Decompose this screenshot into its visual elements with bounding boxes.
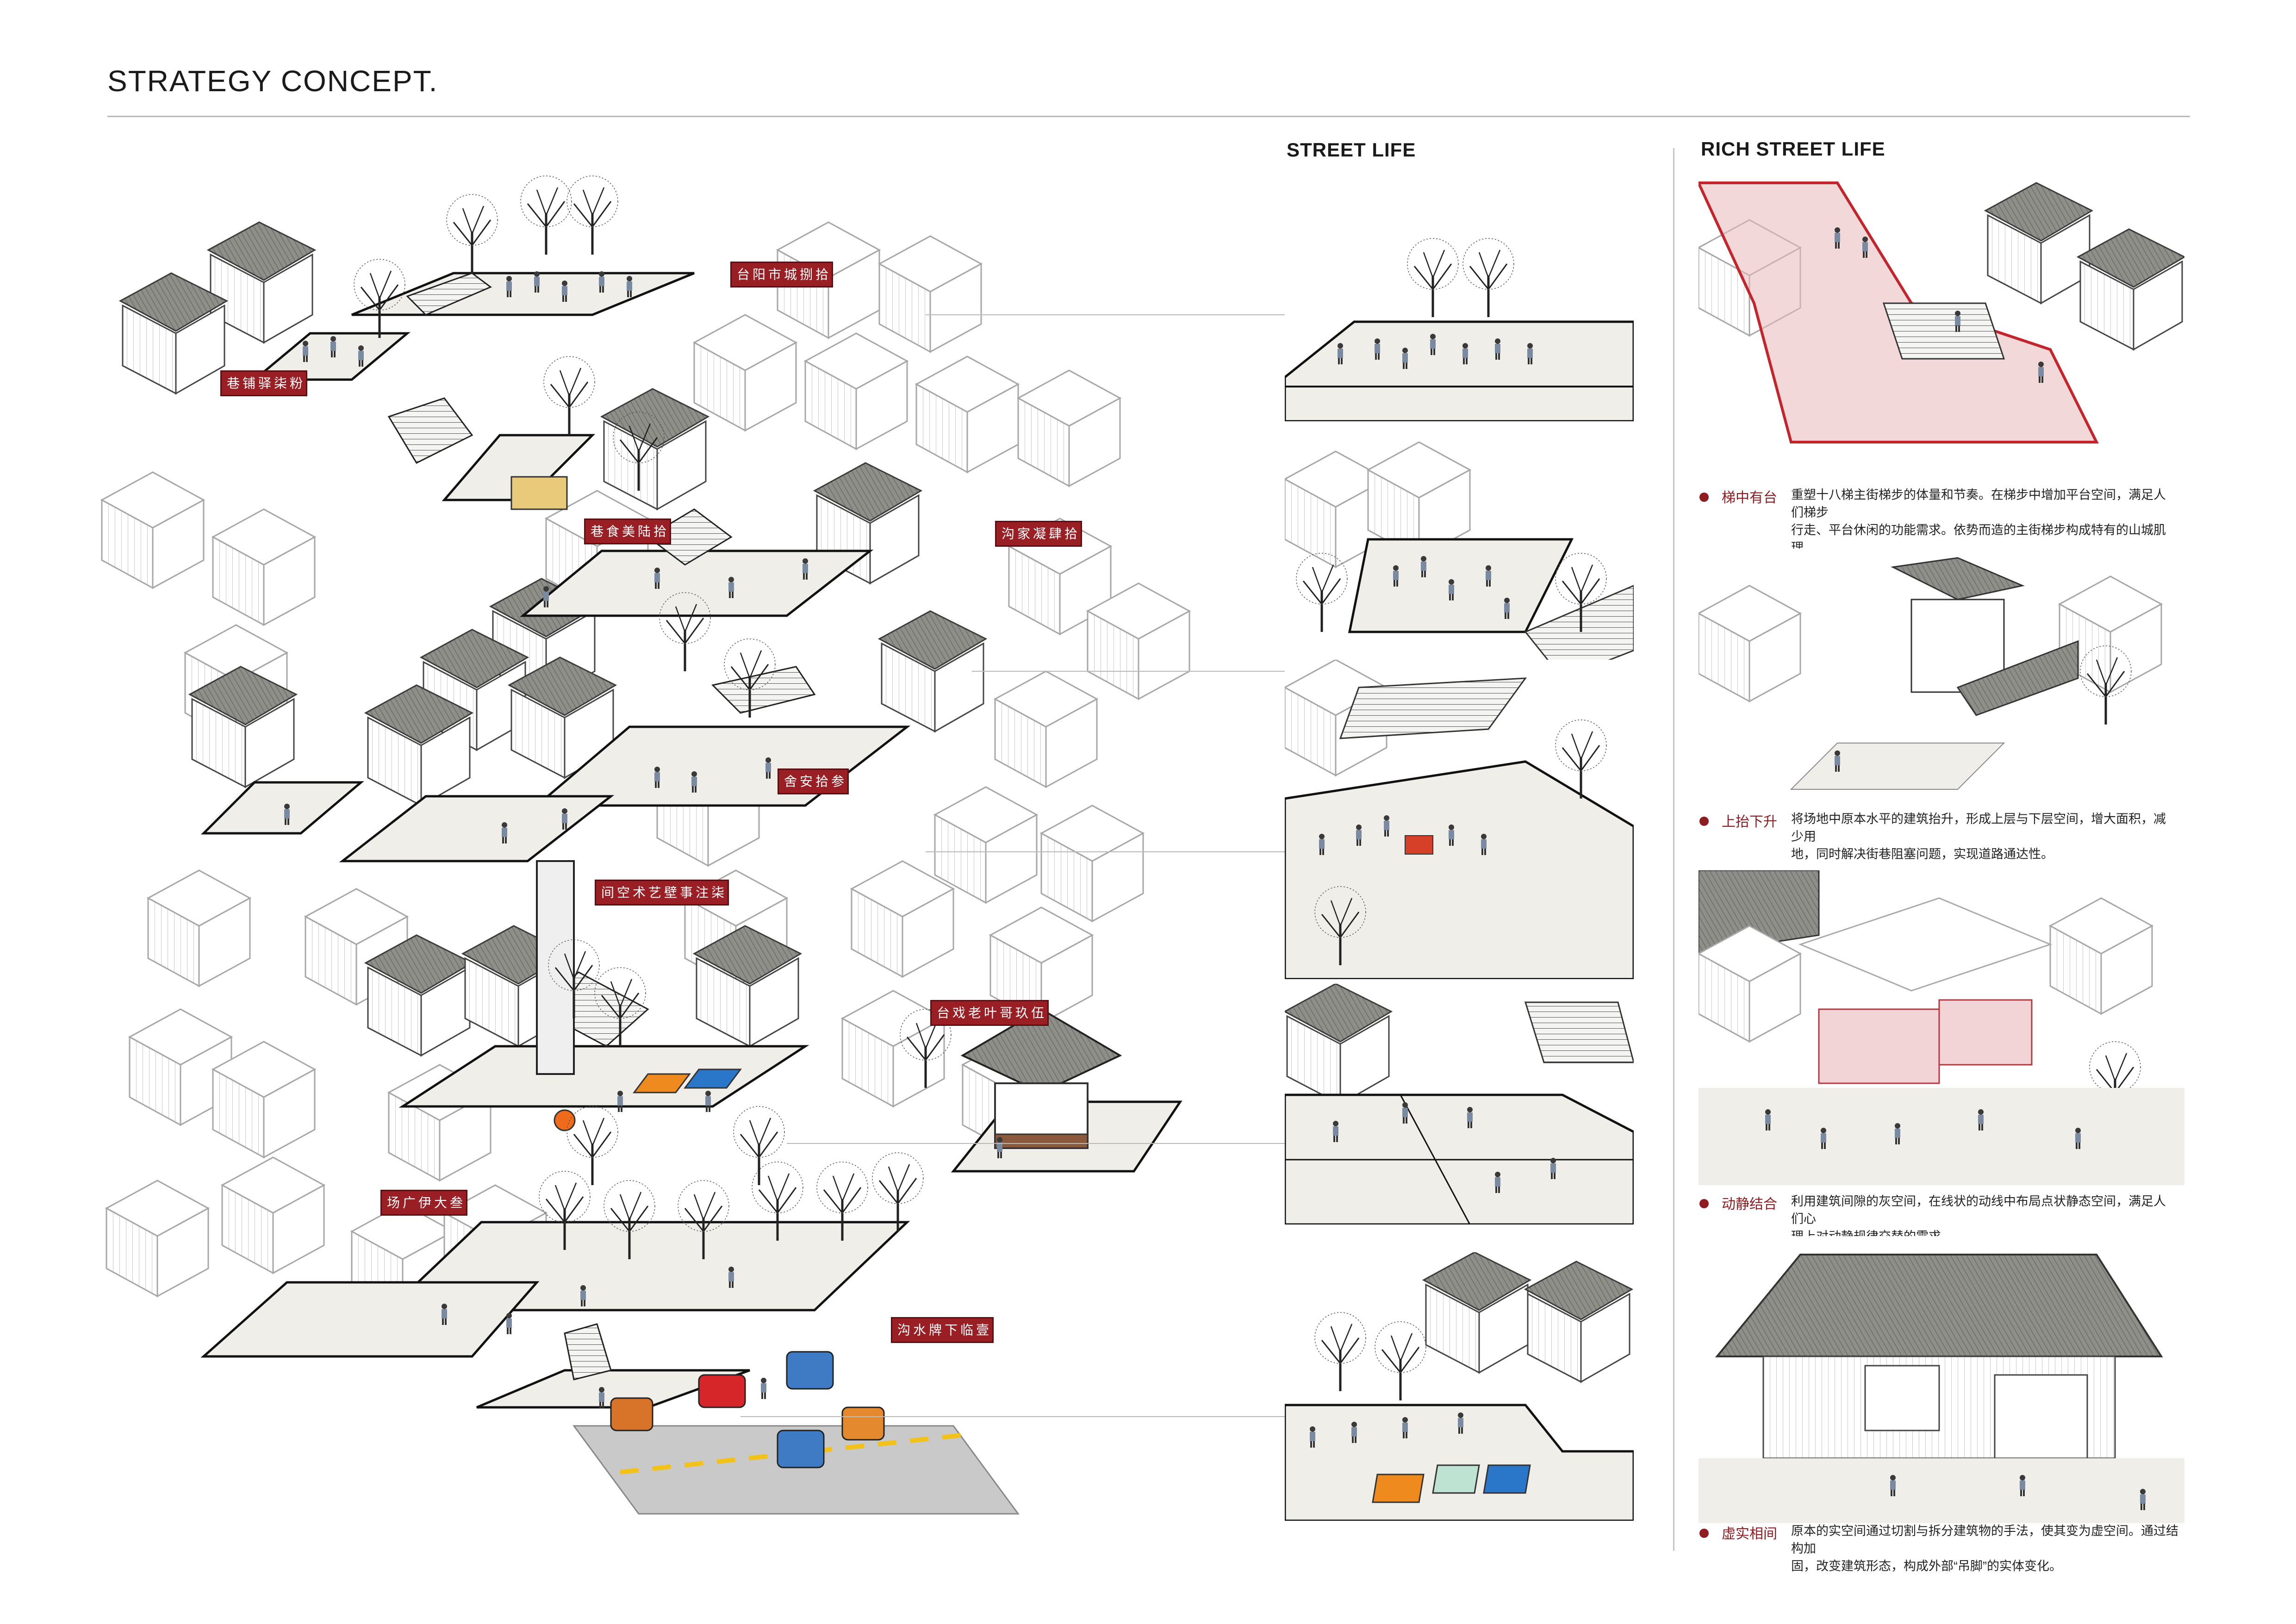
street-life-panel-5 — [1285, 1252, 1634, 1521]
rich-panel-dynamic-static — [1699, 870, 2184, 1185]
street-life-heading: STREET LIFE — [1287, 139, 1416, 161]
plaque-family-ditch: 拾 肆 凝 家 沟 — [995, 521, 1082, 547]
rich-panel-platform-in-stairs — [1699, 164, 2184, 472]
strategy-label-platform-in-stairs: 梯中有台 — [1722, 490, 1777, 506]
bullet-dynamic-static — [1699, 1199, 1709, 1208]
street-life-panel-3 — [1285, 660, 1634, 979]
strategy-label-solid-void: 虚实相间 — [1722, 1526, 1777, 1542]
strategy-desc-lift-up-down: 将场地中原本水平的建筑抬升，形成上层与下层空间，增大面积，减少用 地，同时解决街… — [1791, 812, 2166, 861]
rich-street-life-heading: RICH STREET LIFE — [1701, 138, 1885, 160]
opera-stage — [960, 1008, 1122, 1149]
tuk-tuks — [610, 1351, 885, 1468]
axonometric-street-illustration — [93, 139, 1296, 1551]
street-life-panel-4 — [1285, 984, 1634, 1224]
strategy-desc-platform-in-stairs: 重塑十八梯主街梯步的体量和节奏。在梯步中增加平台空间，满足人们梯步 行走、平台休… — [1791, 488, 2166, 555]
page-title: STRATEGY CONCEPT. — [107, 64, 438, 98]
rich-panel-lift-up-down — [1699, 549, 2184, 794]
street-life-panel-2 — [1285, 433, 1634, 678]
platforms — [200, 272, 1182, 1409]
kiosk — [510, 476, 568, 510]
plaque-safe-house: 参 拾 安 舍 — [778, 768, 849, 794]
orange-marker — [554, 1109, 576, 1131]
title-divider — [107, 116, 2190, 117]
plaque-food-alley: 拾 陆 美 食 巷 — [584, 518, 671, 544]
plaque-water-ditch: 壹 临 下 牌 水 沟 — [891, 1317, 994, 1343]
plaque-alley-1: 粉 柒 驿 铺 巷 — [220, 370, 307, 396]
strategy-desc-solid-void: 原本的实空间通过切割与拆分建筑物的手法，使其变为虚空间。通过结构加 固，改变建筑… — [1791, 1524, 2178, 1573]
bullet-platform-in-stairs — [1699, 493, 1709, 502]
plaque-city-terrace: 拾 捌 城 市 阳 台 — [730, 262, 833, 287]
pool-blue — [684, 1068, 742, 1089]
column-divider — [1673, 148, 1674, 1551]
rich-panel-solid-void — [1699, 1236, 2184, 1523]
strategy-label-lift-up-down: 上抬下升 — [1722, 814, 1777, 830]
strategy-label-dynamic-static: 动静结合 — [1722, 1197, 1777, 1212]
road — [572, 1425, 1020, 1515]
street-life-panel-1 — [1285, 169, 1634, 421]
plaque-square: 叁 大 伊 广 场 — [380, 1190, 467, 1216]
pool-orange — [633, 1073, 691, 1093]
bullet-solid-void — [1699, 1529, 1709, 1538]
plaque-old-stage: 伍 玖 哥 叶 老 戏 台 — [930, 1000, 1049, 1026]
leader-lines — [740, 314, 1287, 1417]
bullet-lift-up-down — [1699, 817, 1709, 826]
plaque-art-space: 柒 注 事 壁 艺 术 空 间 — [595, 880, 729, 906]
